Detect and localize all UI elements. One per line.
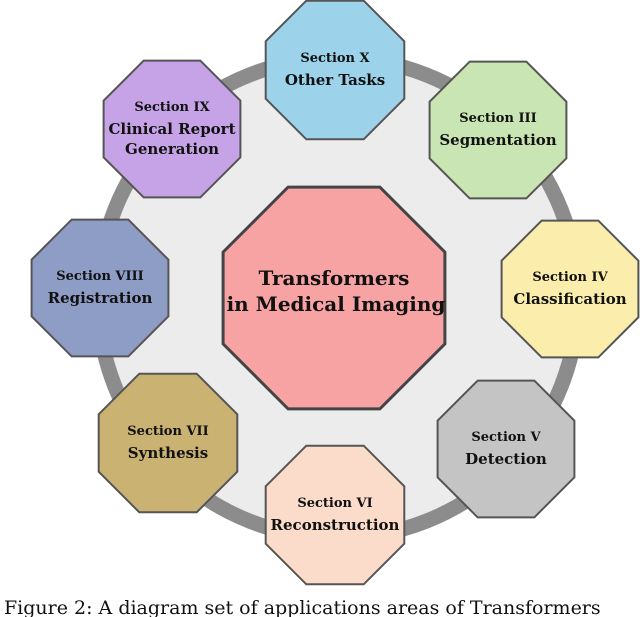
- section-subtitle-iv: Classification: [513, 290, 626, 308]
- center-node: Transformers in Medical Imaging: [221, 185, 447, 411]
- figure-caption: Figure 2: A diagram set of applications …: [4, 597, 601, 617]
- section-subtitle-vi: Reconstruction: [271, 516, 400, 534]
- section-octagon-ix: [102, 59, 242, 199]
- center-title-line1: Transformers: [259, 266, 410, 290]
- section-subtitle-v: Detection: [465, 450, 547, 468]
- section-node-iii: Section III Segmentation: [428, 60, 568, 200]
- section-subtitle-iii: Segmentation: [439, 131, 556, 149]
- section-node-x: Section X Other Tasks: [264, 0, 406, 141]
- section-title-iii: Section III: [459, 111, 536, 126]
- section-title-ix: Section IX: [134, 100, 210, 115]
- section-title-vii: Section VII: [127, 424, 208, 439]
- section-title-v: Section V: [471, 430, 541, 445]
- section-subtitle-x: Other Tasks: [285, 71, 385, 89]
- section-octagon-v: [436, 379, 576, 519]
- section-subtitle-vii: Synthesis: [128, 444, 208, 462]
- section-node-viii: Section VIII Registration: [30, 218, 170, 358]
- section-octagon-viii: [30, 218, 170, 358]
- section-subtitle-viii: Registration: [48, 289, 153, 307]
- section-octagon-vii: [97, 372, 239, 514]
- section-node-iv: Section IV Classification: [500, 219, 640, 359]
- section-node-vii: Section VII Synthesis: [97, 372, 239, 514]
- section-octagon-vi: [264, 444, 406, 586]
- section-title-x: Section X: [300, 51, 370, 66]
- section-subtitle-ix: Clinical Report: [108, 120, 235, 138]
- section-title-viii: Section VIII: [56, 269, 144, 284]
- section-octagon-iii: [428, 60, 568, 200]
- center-title-line2: in Medical Imaging: [227, 292, 446, 316]
- section-octagon-x: [264, 0, 406, 141]
- section-node-vi: Section VI Reconstruction: [264, 444, 406, 586]
- center-octagon: [221, 185, 447, 411]
- section-octagon-iv: [500, 219, 640, 359]
- section-node-v: Section V Detection: [436, 379, 576, 519]
- section-subtitle-ix: Generation: [125, 140, 219, 158]
- section-title-vi: Section VI: [297, 496, 372, 511]
- section-title-iv: Section IV: [532, 270, 608, 285]
